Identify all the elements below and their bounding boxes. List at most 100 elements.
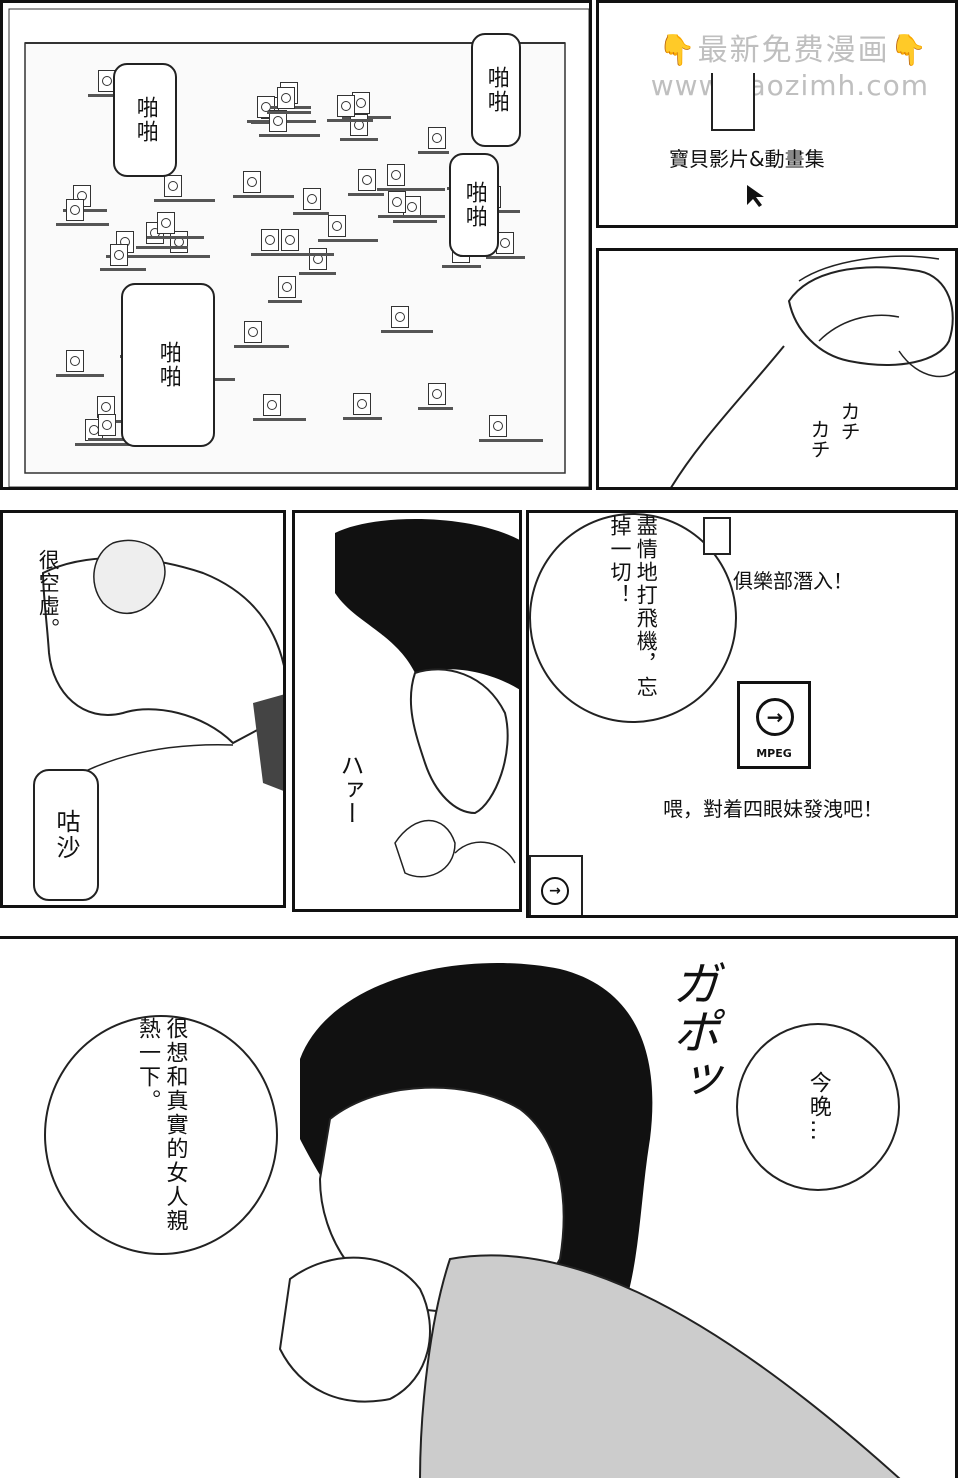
mpeg-file-icon[interactable]: → MPEG (737, 681, 811, 769)
desktop-file-label (233, 195, 294, 198)
bubble-tonight: 今晚… (736, 1023, 900, 1191)
desktop-file-label (318, 239, 378, 242)
desktop-file-icon[interactable] (157, 212, 175, 234)
desktop-file-icon[interactable] (243, 171, 261, 193)
watermark-title: 👇最新免费漫画👇 (658, 33, 929, 68)
file-label-bottom[interactable]: 喂，對着四眼妹發洩吧！ (663, 797, 883, 821)
file-label-top[interactable]: 俱樂部潛入！ (733, 569, 853, 593)
desktop-file-icon[interactable] (98, 414, 116, 436)
desktop-file-icon[interactable] (170, 231, 188, 253)
desktop-file-icon[interactable] (358, 169, 376, 191)
desktop-file-icon[interactable] (350, 114, 368, 136)
panel-files: 盡情地打飛機，忘掉一切！ 俱樂部潛入！ → MPEG 喂，對着四眼妹發洩吧！ → (526, 510, 958, 918)
desktop-file-label (479, 439, 543, 442)
desktop-file-label (251, 253, 291, 256)
sfx-click-2: カチ (807, 419, 831, 459)
bubble-forget: 盡情地打飛機，忘掉一切！ (529, 513, 737, 723)
sfx-bubble-mid-right: 啪啪 (449, 153, 499, 257)
sfx-bubble-top-left: 啪啪 (113, 63, 177, 177)
desktop-file-icon[interactable] (281, 229, 299, 251)
bubble-forget-text: 盡情地打飛機，忘掉一切！ (608, 515, 659, 699)
desktop-file-label (299, 272, 336, 275)
desktop-file-icon[interactable] (353, 393, 371, 415)
profile-drawing (335, 519, 519, 878)
desktop-file-icon[interactable] (489, 415, 507, 437)
desktop-file-label (56, 374, 104, 377)
desktop-file-label (259, 134, 320, 137)
desktop-file-icon[interactable] (391, 306, 409, 328)
sfx-pa-3: 啪啪 (461, 181, 487, 229)
desktop-file-icon[interactable] (278, 276, 296, 298)
desktop-file-icon[interactable] (244, 321, 262, 343)
desktop-file-label (378, 215, 445, 218)
desktop-file-icon[interactable] (337, 95, 355, 117)
sfx-bite: ガポッ (663, 959, 719, 1103)
sfx-bubble-top-right: 啪啪 (471, 33, 521, 147)
desktop-file-icon[interactable] (66, 350, 84, 372)
desktop-file-icon[interactable] (388, 191, 406, 213)
sfx-rustle-bubble: 咕沙 (33, 769, 99, 901)
desktop-file-label (154, 199, 215, 202)
desktop-file-icon[interactable] (277, 87, 295, 109)
desktop-file-label (486, 256, 525, 259)
bubble-tonight-text: 今晚… (805, 1071, 831, 1143)
desktop-file-label (377, 188, 445, 191)
desktop-file-icon[interactable] (66, 199, 84, 221)
closeup-drawing (278, 963, 901, 1478)
desktop-file-label (253, 418, 306, 421)
mouse-hand-drawing (670, 255, 955, 487)
desktop-file-label (88, 438, 127, 441)
desktop-file-label (340, 138, 378, 141)
desktop-file-icon[interactable] (309, 248, 327, 270)
desktop-file-label (293, 212, 329, 215)
desktop-file-label (393, 220, 437, 223)
hand-tissue-drawing (41, 539, 283, 791)
desktop-file-icon[interactable] (303, 188, 321, 210)
sfx-bubble-bottom-left: 啪啪 (121, 283, 215, 447)
file-icon-bottom: → (529, 855, 583, 915)
desktop-file-icon[interactable] (263, 394, 281, 416)
desktop-file-label (100, 268, 146, 271)
folder-label[interactable]: 寶貝影片&動畫集 (669, 147, 825, 171)
bubble-want-real: 很想和真實的女人親熱一下。 (44, 1015, 278, 1255)
desktop-file-label (271, 253, 334, 256)
desktop-file-icon[interactable] (261, 229, 279, 251)
desktop-file-label (327, 119, 373, 122)
bubble-want-real-text: 很想和真實的女人親熱一下。 (135, 1017, 188, 1233)
desktop-file-icon[interactable] (164, 175, 182, 197)
play-arrow-icon: → (756, 698, 794, 736)
desktop-file-label (56, 223, 109, 226)
desktop-file-label (63, 209, 107, 212)
sfx-click-1: カチ (837, 401, 861, 441)
file-icon-top (703, 517, 731, 555)
watermark: 👇最新免费漫画👇 www.baozimh.com (651, 25, 929, 102)
cursor-icon (747, 185, 764, 207)
desktop-file-label (147, 236, 204, 239)
desktop-file-label (343, 417, 382, 420)
panel-desktop: 啪啪 啪啪 啪啪 啪啪 (0, 0, 592, 490)
desktop-file-icon[interactable] (328, 215, 346, 237)
desktop-file-icon[interactable] (428, 127, 446, 149)
play-arrow-icon-small: → (541, 877, 569, 905)
desktop-file-label (442, 265, 481, 268)
desktop-file-label (348, 193, 384, 196)
panel-hand: 很空虛。 咕沙 (0, 510, 286, 908)
mpeg-label: MPEG (756, 747, 792, 760)
watermark-url: www.baozimh.com (650, 69, 929, 102)
desktop-file-label (136, 246, 188, 249)
panel-closeup: 很想和真實的女人親熱一下。 今晚… ガポッ (0, 936, 958, 1478)
sfx-sigh: ハァー (336, 753, 364, 825)
desktop-file-icon[interactable] (428, 383, 446, 405)
sfx-pa-4: 啪啪 (155, 341, 181, 389)
desktop-file-label (75, 443, 143, 446)
desktop-file-icon[interactable] (110, 244, 128, 266)
sfx-rustle: 咕沙 (52, 809, 80, 861)
desktop-file-icon[interactable] (269, 110, 287, 132)
desktop-file-label (106, 255, 174, 258)
sfx-pa-1: 啪啪 (132, 96, 158, 144)
desktop-file-label (418, 407, 453, 410)
desktop-file-icon[interactable] (387, 164, 405, 186)
panel-folder: 👇最新免费漫画👇 www.baozimh.com 寶貝影片&動畫集 (596, 0, 958, 228)
desktop-file-label (160, 255, 210, 258)
panel-profile: ハァー (292, 510, 522, 912)
